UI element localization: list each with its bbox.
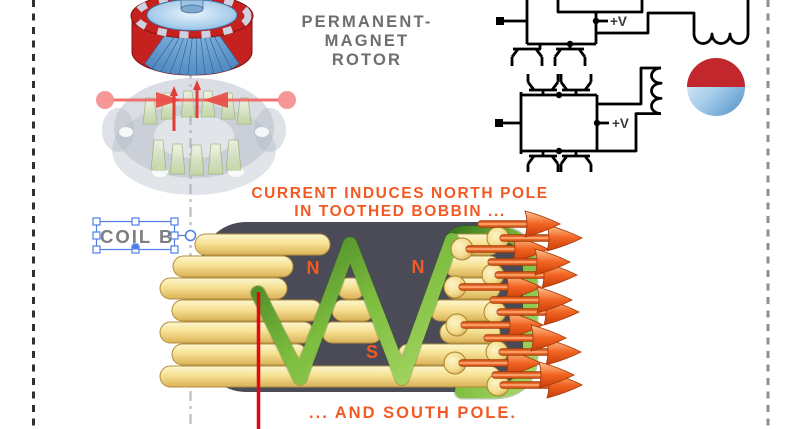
south-pole-caption: ... AND SOUTH POLE. [309,404,517,422]
rotor-caption: PERMANENT-MAGNET ROTOR [261,13,473,70]
input-terminal-bottom [495,119,503,127]
wire-to-coil-b [597,66,661,106]
input-terminal-top [496,17,504,25]
coil-label-selection[interactable] [92,217,197,254]
rotor-caption-line1: PERMANENT-MAGNET [301,13,433,51]
winding-coil-b [597,66,663,153]
coil-b-label[interactable]: COIL B [100,226,175,247]
baseline-anchor-handle[interactable] [132,243,139,250]
pole-label-north-left: N [307,258,320,278]
pole-label-south: S [366,342,378,362]
heading-line1: CURRENT INDUCES NORTH POLE [251,185,549,202]
stator-ring [102,77,286,195]
rotor-caption-line2: ROTOR [331,51,403,70]
rod-end-caps [443,226,510,397]
flux-dimension-line [96,80,296,131]
driver-circuit-top: +V [496,0,750,66]
ribbon-zigzag [251,233,459,385]
north-pole-heading: CURRENT INDUCES NORTH POLE IN TOOTHED BO… [238,185,562,221]
magnet-pole-disc [687,58,745,116]
wire-to-coil-a [596,11,696,35]
toothed-bobbin-illustration: N N S [159,210,583,429]
heading-line2: IN TOOTHED BOBBIN ... [294,202,506,220]
selection-handles[interactable] [92,217,179,254]
winding-coil-a [692,0,750,45]
driver-circuit-bottom: +V [495,66,663,172]
permanent-magnet-rotor [130,0,254,76]
pole-label-north-right: N [412,257,425,277]
text-outport-handle[interactable] [184,229,197,242]
supply-label-top: +V [610,14,627,29]
supply-label-bottom: +V [612,116,629,131]
